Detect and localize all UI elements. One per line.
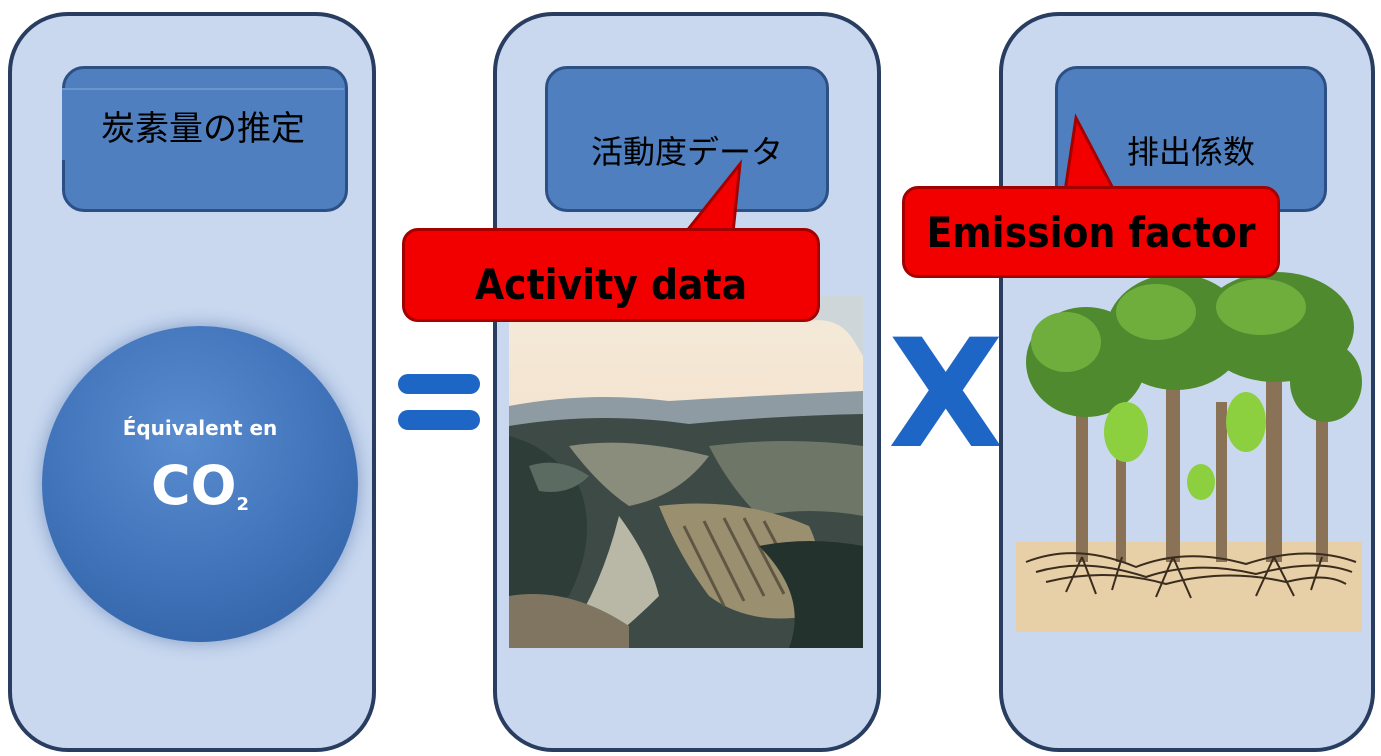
co2-equivalent-circle: Équivalent en CO2 [42, 326, 358, 642]
emission-factor-header-label: 排出係数 [1126, 133, 1255, 171]
co2-main-text: CO [150, 454, 237, 517]
landscape-illustration [509, 296, 863, 648]
co2-label: CO2 [42, 454, 358, 517]
activity-data-callout: Activity data [402, 228, 820, 322]
equals-sign-bottom-bar [398, 410, 480, 430]
forest-illustration [1016, 272, 1362, 632]
equals-sign-top-bar [398, 374, 480, 394]
activity-data-header-label: 活動度データ [590, 133, 783, 171]
activity-data-header-box: 活動度データ [545, 66, 829, 212]
emission-factor-callout: Emission factor [902, 186, 1280, 278]
multiply-sign: X [888, 308, 1004, 482]
co2-subscript: 2 [236, 494, 250, 515]
co2-subtitle: Équivalent en [122, 416, 278, 440]
carbon-estimate-label: 炭素量の推定 [62, 88, 344, 160]
